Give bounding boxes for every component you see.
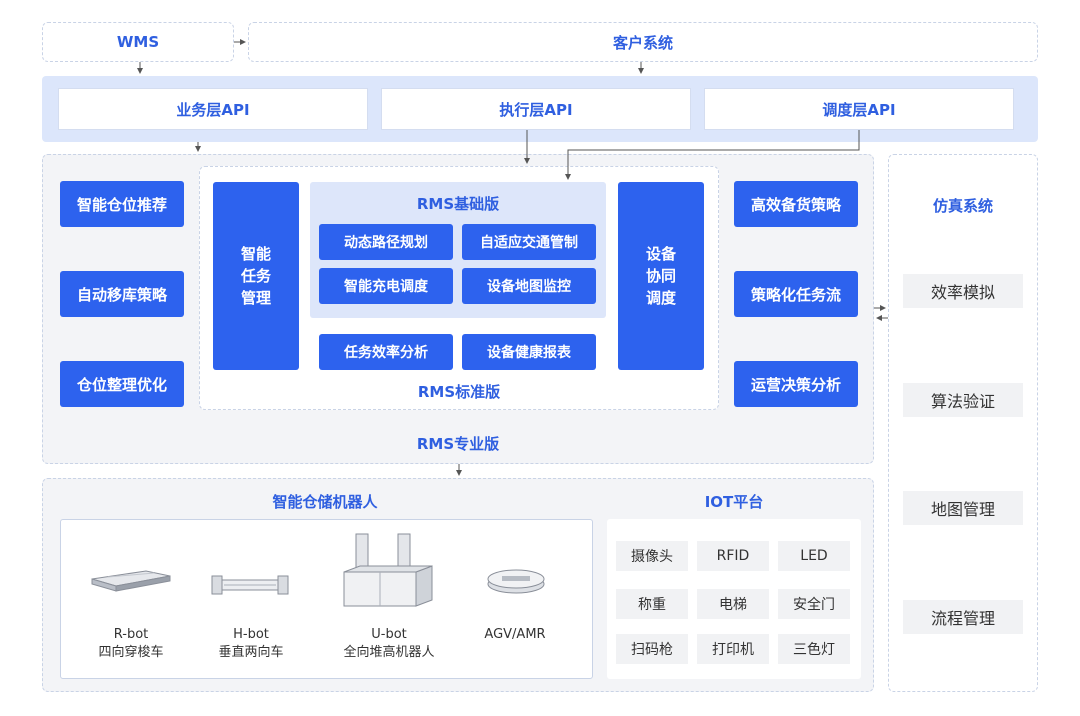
robots-title: 智能仓储机器人 xyxy=(272,492,378,511)
r-bot-label: R-bot 四向穿梭车 xyxy=(74,626,188,662)
basic-item-dynamic-path: 动态路径规划 xyxy=(319,224,453,260)
pro-left-item-3: 仓位整理优化 xyxy=(60,361,184,407)
agv-image xyxy=(487,569,545,594)
basic-item-traffic-control: 自适应交通管制 xyxy=(462,224,596,260)
rms-pro-label: RMS专业版 xyxy=(416,434,500,453)
iot-item-printer: 打印机 xyxy=(697,634,769,664)
wms-box: WMS xyxy=(42,22,234,62)
execution-api-box: 执行层API xyxy=(381,88,691,130)
u-bot-image xyxy=(343,533,433,607)
u-bot-name: U-bot xyxy=(371,627,407,642)
r-bot-desc: 四向穿梭车 xyxy=(98,645,164,660)
pro-left-item-2: 自动移库策略 xyxy=(60,271,184,317)
u-bot-desc: 全向堆高机器人 xyxy=(343,645,435,660)
sim-item-algorithm: 算法验证 xyxy=(903,383,1023,417)
u-bot-label: U-bot 全向堆高机器人 xyxy=(332,626,446,662)
task-mgmt-block: 智能 任务 管理 xyxy=(213,182,299,370)
iot-title: IOT平台 xyxy=(704,492,764,511)
business-api-label: 业务层API xyxy=(176,100,250,119)
customer-system-box: 客户系统 xyxy=(248,22,1038,62)
h-bot-desc: 垂直两向车 xyxy=(218,645,284,660)
sim-item-map: 地图管理 xyxy=(903,491,1023,525)
iot-item-rfid: RFID xyxy=(697,541,769,571)
business-api-box: 业务层API xyxy=(58,88,368,130)
iot-item-safety-door: 安全门 xyxy=(778,589,850,619)
agv-label: AGV/AMR xyxy=(458,626,572,644)
robots-box xyxy=(60,519,593,679)
sim-item-efficiency: 效率模拟 xyxy=(903,274,1023,308)
rms-std-label: RMS标准版 xyxy=(417,382,501,401)
h-bot-label: H-bot 垂直两向车 xyxy=(194,626,308,662)
r-bot-name: R-bot xyxy=(113,627,149,642)
iot-item-tricolor-light: 三色灯 xyxy=(778,634,850,664)
iot-item-camera: 摄像头 xyxy=(616,541,688,571)
std-item-task-efficiency: 任务效率分析 xyxy=(319,334,453,370)
h-bot-name: H-bot xyxy=(233,627,269,642)
scheduling-api-label: 调度层API xyxy=(822,100,896,119)
scheduling-api-box: 调度层API xyxy=(704,88,1014,130)
iot-item-elevator: 电梯 xyxy=(697,589,769,619)
pro-right-item-3: 运营决策分析 xyxy=(734,361,858,407)
r-bot-image xyxy=(91,570,171,592)
pro-left-item-1: 智能仓位推荐 xyxy=(60,181,184,227)
sim-item-process: 流程管理 xyxy=(903,600,1023,634)
h-bot-image xyxy=(211,575,289,595)
simulation-title: 仿真系统 xyxy=(932,196,993,215)
pro-right-item-2: 策略化任务流 xyxy=(734,271,858,317)
iot-item-weighing: 称重 xyxy=(616,589,688,619)
rms-basic-label: RMS基础版 xyxy=(416,194,500,213)
agv-name: AGV/AMR xyxy=(484,627,546,642)
execution-api-label: 执行层API xyxy=(499,100,573,119)
basic-item-charging: 智能充电调度 xyxy=(319,268,453,304)
iot-item-led: LED xyxy=(778,541,850,571)
simulation-panel xyxy=(888,154,1038,692)
device-coop-block: 设备 协同 调度 xyxy=(618,182,704,370)
wms-label: WMS xyxy=(116,33,160,51)
basic-item-map-monitor: 设备地图监控 xyxy=(462,268,596,304)
iot-item-scanner: 扫码枪 xyxy=(616,634,688,664)
std-item-device-health: 设备健康报表 xyxy=(462,334,596,370)
pro-right-item-1: 高效备货策略 xyxy=(734,181,858,227)
customer-system-label: 客户系统 xyxy=(612,33,673,52)
